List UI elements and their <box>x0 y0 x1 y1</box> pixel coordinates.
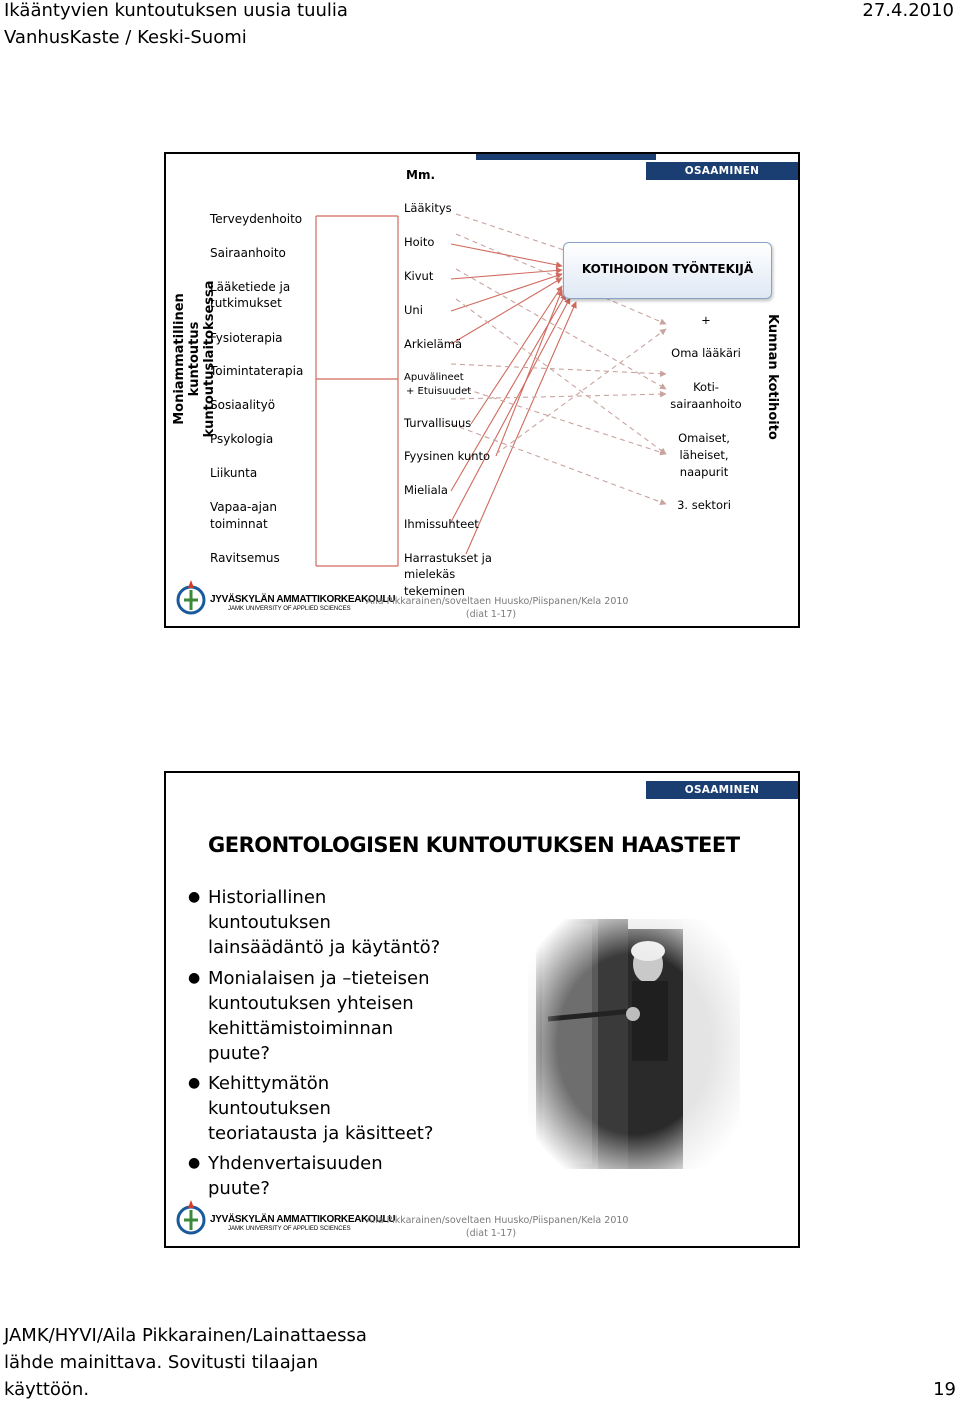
bullet-icon: ● <box>188 1155 201 1171</box>
credit-line1: Aila Pikkarainen/soveltaen Huusko/Piispa… <box>366 596 629 607</box>
jamk-logo-icon <box>176 1198 206 1238</box>
footer-line2: lähde mainittava. Sovitusti tilaajan <box>4 1352 319 1373</box>
left-item: Sairaanhoito <box>210 246 286 260</box>
slide1-banner: OSAAMINEN KILPAILUKYVYKSI <box>646 162 798 195</box>
dashed-arrows <box>450 213 667 506</box>
logo-text-line1: JYVÄSKYLÄN AMMATTIKORKEAKOULU <box>210 594 396 605</box>
bullet-line: teoriatausta ja käsitteet? <box>208 1123 434 1144</box>
bullet-icon: ● <box>188 889 201 905</box>
right-item: läheiset, <box>679 448 729 462</box>
left-item: Sosiaalityö <box>210 398 276 412</box>
footer-line1: JAMK/HYVI/Aila Pikkarainen/Lainattaessa <box>4 1325 367 1346</box>
middle-item: + Etuisuudet <box>406 386 472 397</box>
bullet-item: ● Kehittymätön kuntoutuksen teoriatausta… <box>188 1071 434 1146</box>
credit-line2: (diat 1-17) <box>465 1228 517 1239</box>
slide-2: OSAAMINEN KILPAILUKYVYKSI GERONTOLOGISEN… <box>164 771 800 1248</box>
bullet-line: Yhdenvertaisuuden <box>208 1153 383 1174</box>
bullet-item: ● Monialaisen ja –tieteisen kuntoutuksen… <box>188 966 430 1066</box>
logo-text-line2: JAMK UNIVERSITY OF APPLIED SCIENCES <box>228 606 351 612</box>
slide-1: OSAAMINEN KILPAILUKYVYKSI <box>164 152 800 628</box>
middle-item: Hoito <box>404 235 435 249</box>
connector-lines <box>315 213 667 567</box>
left-item: Fysioterapia <box>210 331 283 345</box>
logo-text-line2: JAMK UNIVERSITY OF APPLIED SCIENCES <box>228 1226 351 1232</box>
left-item: Lääketiede ja <box>210 280 291 294</box>
side-label-line1: Moniammatillinen kuntoutus <box>172 293 202 425</box>
right-item: Koti- <box>693 380 719 394</box>
middle-item: Mieliala <box>404 483 448 497</box>
banner-bar <box>476 154 656 160</box>
right-item: sairaanhoito <box>670 397 742 411</box>
bullet-icon: ● <box>188 1075 201 1091</box>
bullet-line: Monialaisen ja –tieteisen <box>208 968 430 989</box>
right-item: 3. sektori <box>677 498 731 512</box>
middle-item: Arkielämä <box>404 337 463 351</box>
bullet-item: ● Historiallinen kuntoutuksen lainsäädän… <box>188 885 441 960</box>
middle-item: Lääkitys <box>404 201 452 215</box>
bullet-line: kuntoutuksen <box>208 912 331 933</box>
middle-item: Kivut <box>404 269 434 283</box>
bullet-item: ● Yhdenvertaisuuden puute? <box>188 1151 383 1201</box>
left-item: Vapaa-ajan <box>210 500 277 514</box>
slide2-banner: OSAAMINEN KILPAILUKYVYKSI <box>646 781 798 814</box>
document-subtitle: VanhusKaste / Keski-Suomi <box>4 27 247 48</box>
bullet-line: lainsäädäntö ja käytäntö? <box>208 937 441 958</box>
middle-item: Harrastukset ja <box>404 551 492 565</box>
middle-item: Ihmissuhteet <box>404 517 479 531</box>
credit-line2: (diat 1-17) <box>465 609 517 620</box>
middle-item: Fyysinen kunto <box>404 449 491 463</box>
left-item: tutkimukset <box>210 296 282 310</box>
middle-item: tekeminen <box>404 584 465 598</box>
right-item: Omaiset, <box>678 431 730 445</box>
left-item: Liikunta <box>210 466 258 480</box>
middle-item: mielekäs <box>404 567 456 581</box>
bullet-line: kehittämistoiminnan <box>208 1018 394 1039</box>
solid-arrows <box>450 243 577 555</box>
bullet-line: puute? <box>208 1043 270 1064</box>
right-side-label: Kunnan kotihoito <box>765 314 780 440</box>
document-title: Ikääntyvien kuntoutuksen uusia tuulia <box>4 0 348 21</box>
credit-line1: Aila Pikkarainen/soveltaen Huusko/Piispa… <box>366 1215 629 1226</box>
bullet-line: kuntoutuksen <box>208 1098 331 1119</box>
left-bracket <box>315 215 399 567</box>
bullet-line: Kehittymätön <box>208 1073 330 1094</box>
left-item: Psykologia <box>210 432 274 446</box>
right-item: Oma lääkäri <box>671 346 741 360</box>
document-date: 27.4.2010 <box>862 0 954 21</box>
bullet-line: kuntoutuksen yhteisen <box>208 993 414 1014</box>
elderly-person-photo <box>528 919 740 1169</box>
top-label: Mm. <box>406 168 436 182</box>
footer-line3: käyttöön. <box>4 1379 90 1400</box>
right-item: naapurit <box>679 465 729 479</box>
jamk-logo-icon <box>176 578 206 618</box>
bullet-icon: ● <box>188 970 201 986</box>
worker-box-label: KOTIHOIDON TYÖNTEKIJÄ <box>581 262 754 276</box>
middle-item: Turvallisuus <box>404 416 472 430</box>
logo-text-line1: JYVÄSKYLÄN AMMATTIKORKEAKOULU <box>210 1214 396 1225</box>
left-item: Terveydenhoito <box>210 212 303 226</box>
left-item: Toimintaterapia <box>210 364 304 378</box>
right-item: + <box>701 313 711 327</box>
page-number: 19 <box>933 1379 956 1400</box>
middle-item: Apuvälineet <box>404 372 464 383</box>
left-item: toiminnat <box>210 517 268 531</box>
bullet-line: Historiallinen <box>208 887 327 908</box>
bullet-line: puute? <box>208 1178 270 1199</box>
left-item: Ravitsemus <box>210 551 280 565</box>
slide2-title: GERONTOLOGISEN KUNTOUTUKSEN HAASTEET <box>208 833 740 857</box>
middle-item: Uni <box>404 303 423 317</box>
worker-box: KOTIHOIDON TYÖNTEKIJÄ <box>563 242 772 299</box>
